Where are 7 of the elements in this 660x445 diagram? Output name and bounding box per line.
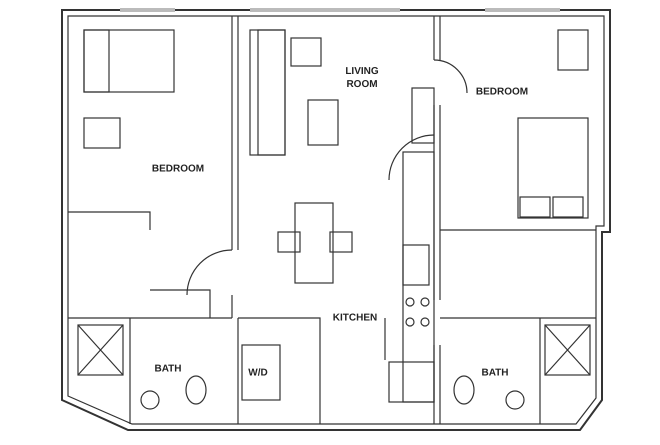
- room-label: LIVING ROOM: [344, 65, 380, 91]
- room-label: BATH: [480, 366, 510, 380]
- room-label: BEDROOM: [474, 86, 530, 98]
- room-label: BATH: [153, 362, 183, 376]
- room-label: BEDROOM: [150, 162, 206, 176]
- room-label: W/D: [247, 366, 269, 380]
- room-label: KITCHEN: [332, 312, 378, 324]
